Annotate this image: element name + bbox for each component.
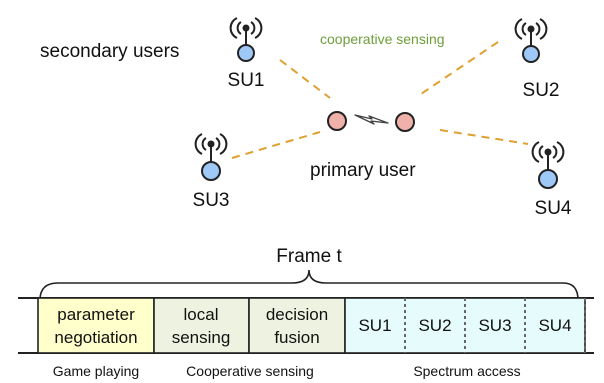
phase-game-playing: Game playing [53, 363, 139, 379]
su2-node: SU2 [514, 18, 560, 101]
su3-circle [201, 161, 221, 181]
sensing-links [231, 41, 529, 159]
block-line: fusion [274, 328, 319, 347]
su4-node: SU4 [531, 141, 572, 219]
primary-user-label: primary user [310, 160, 416, 181]
su1-label: SU1 [228, 70, 265, 91]
phase-spectrum-access: Spectrum access [413, 363, 520, 379]
link-su4 [439, 129, 529, 145]
secondary-users-label: secondary users [40, 41, 179, 62]
decision-fusion-block: decision fusion [248, 297, 346, 354]
su3-label: SU3 [193, 190, 230, 211]
link-su1 [279, 59, 331, 99]
block-line: local [184, 305, 219, 324]
antenna-icon [514, 18, 548, 46]
access-slot-su3: SU3 [478, 316, 511, 335]
su3-node: SU3 [193, 133, 230, 211]
su4-circle [538, 169, 558, 189]
spectrum-access-block: SU1 SU2 SU3 SU4 [344, 297, 586, 354]
link-su3 [231, 131, 321, 159]
pu-receiver-circle [395, 112, 415, 132]
link-su2 [417, 41, 499, 97]
parameter-negotiation-block: parameter negotiation [37, 297, 155, 354]
cooperative-sensing-label: cooperative sensing [320, 31, 445, 47]
antenna-icon [531, 141, 565, 169]
su1-node: SU1 [228, 17, 265, 91]
phase-cooperative-sensing: Cooperative sensing [186, 363, 314, 379]
access-slot-su1: SU1 [358, 316, 391, 335]
block-line: sensing [172, 328, 231, 347]
antenna-icon [229, 17, 263, 45]
block-line: negotiation [54, 328, 137, 347]
lightning-icon [354, 114, 389, 125]
block-line: decision [266, 305, 328, 324]
access-slot-su4: SU4 [538, 316, 571, 335]
su2-label: SU2 [523, 80, 560, 101]
block-line: parameter [57, 305, 135, 324]
frame-brace [39, 269, 579, 301]
su2-circle [522, 45, 540, 63]
pu-transmitter-circle [327, 111, 347, 131]
antenna-icon [194, 133, 228, 161]
su1-circle [237, 44, 255, 62]
primary-user-node [327, 111, 415, 132]
frame-label: Frame t [276, 246, 342, 267]
access-slot-su2: SU2 [418, 316, 451, 335]
local-sensing-block: local sensing [153, 297, 250, 354]
su4-label: SU4 [535, 198, 572, 219]
